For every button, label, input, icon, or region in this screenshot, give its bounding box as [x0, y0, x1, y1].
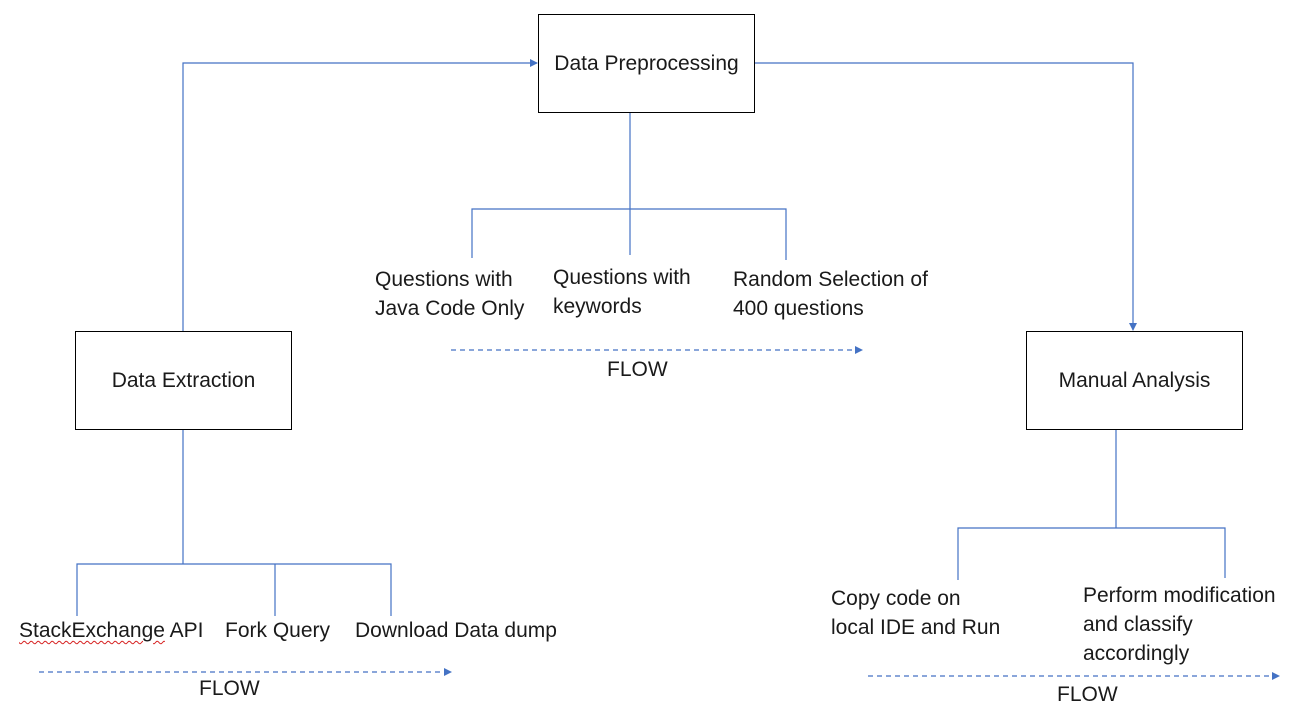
item-perform-modification: Perform modification and classify accord…	[1083, 584, 1276, 665]
flow-label-extraction: FLOW	[199, 677, 260, 700]
stackexchange-word: StackExchange	[19, 619, 165, 642]
flow-label-analysis: FLOW	[1057, 683, 1118, 706]
item-keyword-questions: Questions with keywords	[553, 266, 691, 318]
extraction-branch	[76, 429, 392, 616]
item-random-selection: Random Selection of 400 questions	[733, 268, 928, 320]
analysis-branch	[957, 429, 1226, 580]
manual-analysis-box: Manual Analysis	[1026, 331, 1243, 430]
data-extraction-box: Data Extraction	[75, 331, 292, 430]
arrow-preprocessing-to-analysis	[754, 62, 1137, 331]
arrow-extraction-to-preprocessing	[182, 59, 538, 331]
api-word: API	[164, 619, 204, 642]
flow-label-preprocessing: FLOW	[607, 358, 668, 381]
item-download-data-dump: Download Data dump	[355, 619, 557, 642]
item-stackexchange-api: StackExchange API	[19, 616, 203, 645]
item-fork-query: Fork Query	[225, 619, 331, 642]
item-copy-code-run: Copy code on local IDE and Run	[831, 587, 1001, 639]
data-preprocessing-box: Data Preprocessing	[538, 14, 755, 113]
item-java-code-questions: Questions with Java Code Only	[375, 268, 525, 320]
preprocessing-branch	[471, 112, 787, 260]
